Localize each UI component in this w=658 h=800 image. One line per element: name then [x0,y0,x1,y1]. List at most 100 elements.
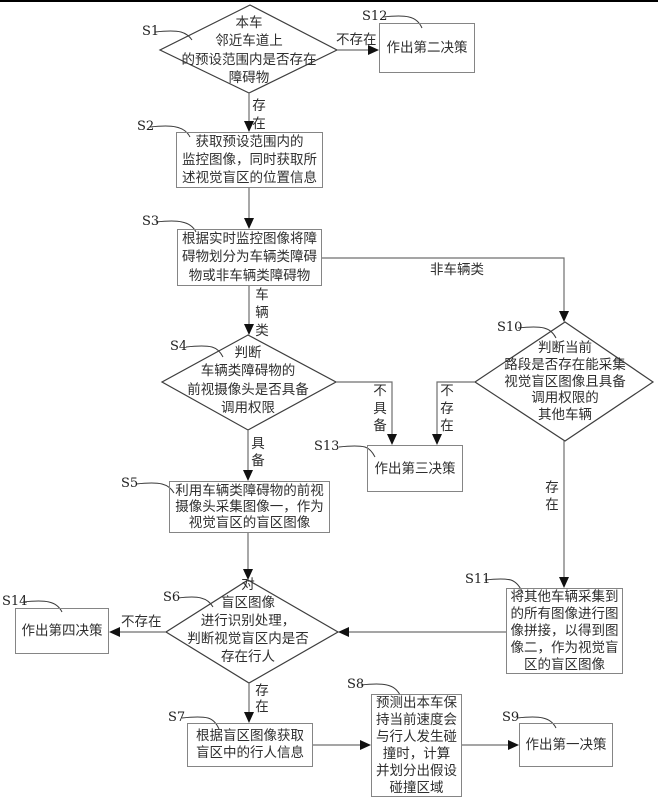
edge-label-s4-s5: 具备 [251,436,265,469]
step-text-line: 像拼接，以得到图 [510,622,619,639]
process-box-s8: 预测出本车保 持当前速度会 与行人发生碰 撞时，计算 并划分出假设 碰撞区域 [371,694,462,797]
arrowhead [387,434,397,445]
step-text-line: 判断 [234,345,262,361]
step-text-line: 述视觉盲区的位置信息 [182,170,317,186]
process-box-s13: 作出第三决策 [367,445,463,492]
leader-line-s7 [181,716,220,730]
arrowhead [244,218,254,229]
step-label-s1: S1 [142,24,160,39]
step-text-line: 视觉盲区图像且具备 [504,373,626,390]
step-text-line: 作出第一决策 [525,737,607,753]
top-border-line [0,0,658,2]
step-text-line: 前视摄像头是否具备 [187,381,309,398]
edge-label-s6-s7: 存在 [255,683,269,715]
connector-s4-s13 [336,381,397,445]
decision-text-s10: 判断当前 路段是否存在能采集 视觉盲区图像且具备 调用权限的 其他车辆 [504,340,626,424]
step-text-line: 障碍物 [228,69,270,86]
step-text-line: 碍物划分为车辆类障碍 [182,249,317,266]
edge-label-s10-s13: 不存在 [440,383,454,434]
leader-line-s3 [155,220,197,233]
step-label-s9: S9 [502,710,520,725]
step-label-s10: S10 [497,320,523,335]
step-text-line: 获取预设范围内的 [195,134,304,150]
edge-label-s1-s12: 不存在 [336,32,377,48]
step-text-line: 碰撞区域 [389,779,444,796]
step-text-line: 调用权限 [221,399,275,416]
step-label-s3: S3 [142,214,160,229]
arrowhead [244,121,254,132]
step-text-line: 利用车辆类障碍物的前视 [175,482,324,499]
step-label-s12: S12 [362,9,388,24]
step-text-line: 车辆类障碍物的 [200,363,296,380]
step-text-line: 邻近车道上 [215,33,283,50]
connector-s3-s10 [322,257,569,322]
process-box-s7: 根据盲区图像获取 盲区中的行人信息 [187,723,313,767]
decision-text-s1: 本车 邻近车道上 的预设范围内是否存在 障碍物 [182,14,317,87]
process-box-s5: 利用车辆类障碍物的前视 摄像头采集图像一，作为 视觉盲区的盲区图像 [169,481,330,533]
step-label-s7: S7 [168,710,186,725]
step-label-s13: S13 [314,439,340,454]
leader-line-s8 [360,683,401,696]
step-text-line: 与行人发生碰 [376,728,457,745]
process-box-s14: 作出第四决策 [15,608,109,654]
arrowhead [243,569,253,580]
arrowhead [559,577,569,588]
arrowhead [244,712,254,723]
step-text-line: 区的盲区图像 [524,656,605,673]
step-text-line: 调用权限的 [531,390,599,407]
step-text-line: 其他车辆 [538,407,592,424]
connector-s10-s11 [559,441,569,588]
connector-s7-s8 [313,740,371,750]
edge-label-s6-s14: 不存在 [121,614,162,630]
connector-s8-s9 [462,740,519,750]
decision-text-s4: 判断 车辆类障碍物的 前视摄像头是否具备 调用权限 [187,344,309,417]
arrowhead [338,627,349,637]
step-label-s2: S2 [137,119,155,134]
edge-label-s3-s10: 非车辆类 [430,262,484,278]
connector-s1-s2 [244,93,254,132]
step-text-line: 路段是否存在能采集 [504,356,626,373]
step-label-s14: S14 [2,594,28,609]
arrowhead [432,434,442,445]
step-text-line: 视觉盲区的盲区图像 [188,515,311,532]
step-text-line: 本车 [235,15,263,31]
edge-label-s10-s11: 存在 [545,480,559,513]
leader-line-s4 [185,345,224,358]
process-box-s3: 根据实时监控图像将障 碍物划分为车辆类障碍 物或非车辆类障碍物 [177,229,322,286]
step-text-line: 对 [241,577,255,593]
step-text-line: 物或非车辆类障碍物 [188,267,311,284]
leader-line-s1 [154,30,193,41]
edge-label-s1-s2: 存在 [252,98,266,132]
connector-s5-s6 [243,533,253,580]
arrowhead [508,740,519,750]
arrowhead [243,470,253,481]
edge-label-s4-s13: 不具备 [373,383,387,434]
step-text-line: 作出第二决策 [386,40,468,56]
process-box-s2: 获取预设范围内的 监控图像，同时获取所 述视觉盲区的位置信息 [176,132,323,188]
step-text-line: 持当前速度会 [376,711,457,728]
connector-s4-s5 [243,430,253,481]
arrowhead [244,324,254,335]
leader-line-s14 [22,600,63,613]
connector-s10-s13 [432,381,475,445]
step-label-s8: S8 [347,677,365,692]
step-text-line: 的预设范围内是否存在 [181,51,317,68]
connector-s2-s3 [244,188,254,229]
leader-line-s10 [517,326,557,339]
arrowhead [109,627,120,637]
connector-s6-s7 [244,683,254,723]
arrowhead [360,740,371,750]
step-label-s4: S4 [170,339,188,354]
step-text-line: 存在行人 [221,649,275,665]
process-box-s12: 作出第二决策 [379,23,475,73]
step-text-line: 盲区中的行人信息 [196,745,304,761]
process-box-s11: 将其他车辆采集到 的所有图像进行图 像拼接，以得到图 像二，作为视觉盲 区的盲区… [506,588,623,674]
step-text-line: 判断当前 [538,340,592,356]
arrowhead [368,45,379,55]
step-label-s11: S11 [465,572,491,587]
leader-line-s13 [338,445,376,458]
step-text-line: 进行识别处理， [200,613,296,629]
connector-s11-s6 [338,627,506,637]
